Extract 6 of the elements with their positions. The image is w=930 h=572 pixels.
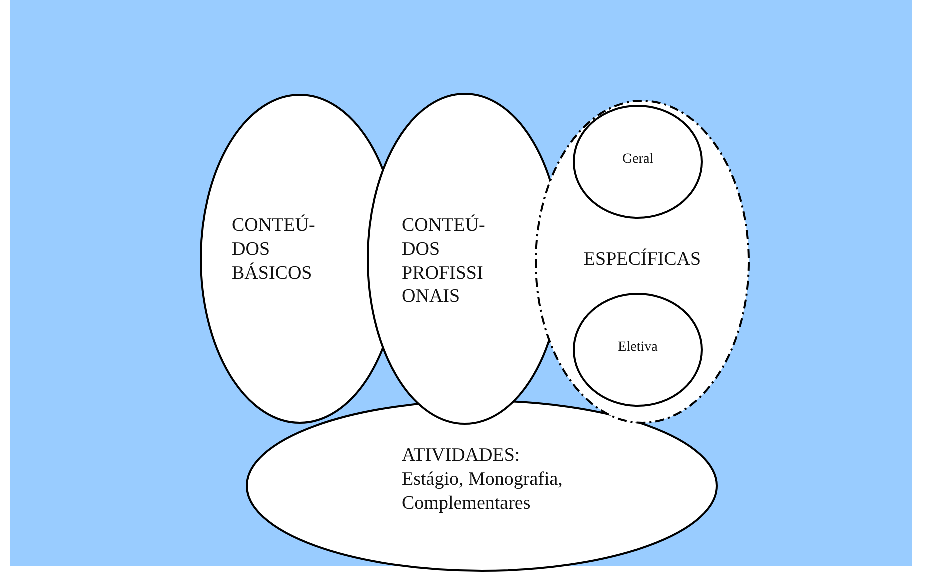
ellipse-label: CONTEÚ- DOS BÁSICOS: [232, 214, 316, 286]
ellipse-label: ESPECÍFICAS: [582, 248, 702, 272]
ellipse-label: Eletiva: [617, 339, 659, 356]
ellipse-label: CONTEÚ- DOS PROFISSI ONAIS: [402, 214, 486, 309]
ellipse-label: Geral: [621, 151, 655, 168]
ellipse-label: ATIVIDADES: Estágio, Monografia, Complementares: [402, 444, 564, 516]
